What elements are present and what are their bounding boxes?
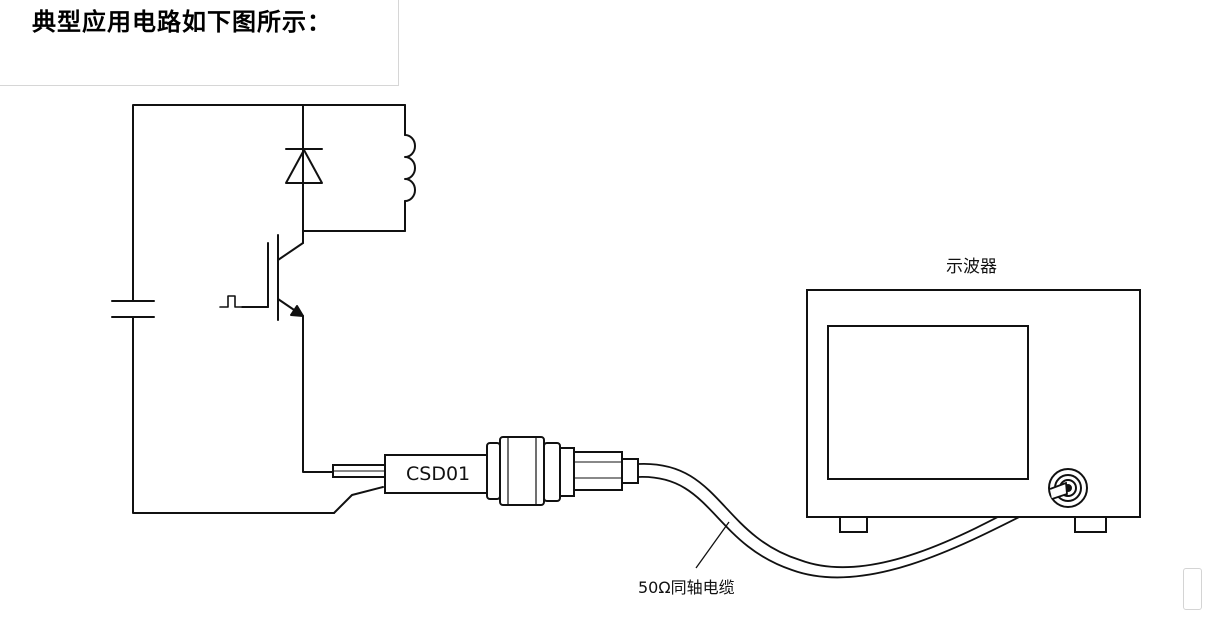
circuit-wires [132, 104, 406, 514]
heading-box: 典型应用电路如下图所示： [0, 0, 399, 86]
igbt-icon [241, 234, 304, 321]
capacitor-icon [111, 300, 155, 318]
scroll-handle[interactable] [1183, 568, 1202, 610]
csd01-sensor [332, 436, 639, 506]
oscilloscope-screen [827, 325, 1029, 480]
oscilloscope [806, 289, 1141, 533]
oscilloscope-foot-right [1074, 516, 1107, 533]
pulse-icon [219, 295, 242, 308]
page-title: 典型应用电路如下图所示： [32, 8, 332, 36]
cable-label: 50Ω同轴电缆 [638, 578, 735, 597]
sensor-label: CSD01 [406, 463, 470, 485]
cable-tip [1049, 481, 1068, 500]
oscilloscope-label: 示波器 [946, 257, 997, 277]
oscilloscope-foot-left [839, 516, 868, 533]
inductor-icon [404, 134, 416, 202]
diode-icon [285, 148, 323, 184]
sensor-lead-wire [333, 486, 384, 514]
coaxial-cable [637, 463, 1066, 579]
